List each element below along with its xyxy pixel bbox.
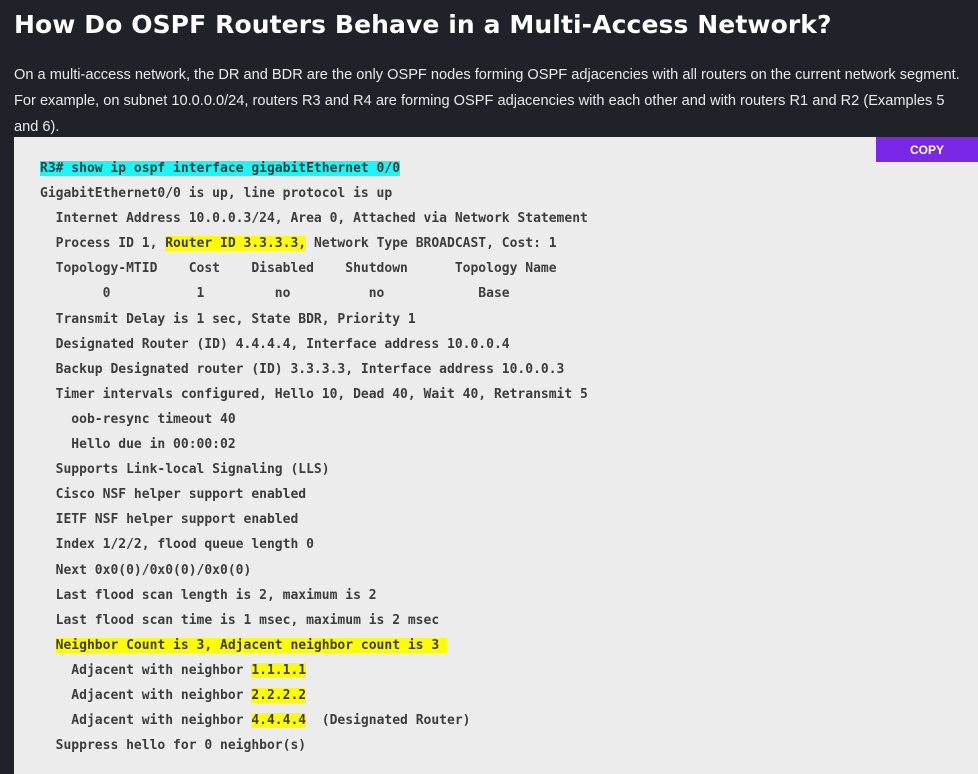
neighbor-id-highlight: 4.4.4.4 xyxy=(251,713,307,729)
code-line: Topology-MTID Cost Disabled Shutdown Top… xyxy=(40,261,557,277)
code-line: Process ID 1, Router ID 3.3.3.3, Network… xyxy=(40,231,588,256)
code-output: R3# show ip ospf interface gigabitEthern… xyxy=(40,156,588,758)
code-line: 0 1 no no Base xyxy=(40,286,510,302)
code-text: Process ID 1, xyxy=(40,236,166,252)
neighbor-id-highlight: 2.2.2.2 xyxy=(251,687,307,703)
code-line: Adjacent with neighbor 1.1.1.1 xyxy=(40,658,588,683)
code-line: R3# show ip ospf interface gigabitEthern… xyxy=(40,156,588,181)
code-line: Adjacent with neighbor 4.4.4.4 (Designat… xyxy=(40,708,588,733)
code-line: Last flood scan time is 1 msec, maximum … xyxy=(40,612,440,628)
router-id-highlight: Router ID 3.3.3.3, xyxy=(165,236,307,252)
code-line: Next 0x0(0)/0x0(0)/0x0(0) xyxy=(40,562,252,578)
neighbor-id-highlight: 1.1.1.1 xyxy=(251,662,307,678)
code-line: Last flood scan length is 2, maximum is … xyxy=(40,587,377,603)
code-line: Adjacent with neighbor 2.2.2.2 xyxy=(40,683,588,708)
code-line: Timer intervals configured, Hello 10, De… xyxy=(40,386,588,402)
code-line: oob-resync timeout 40 xyxy=(40,411,236,427)
page-title: How Do OSPF Routers Behave in a Multi-Ac… xyxy=(14,10,832,39)
code-line: Hello due in 00:00:02 xyxy=(40,437,236,453)
neighbor-count-highlight: Neighbor Count is 3, Adjacent neighbor c… xyxy=(55,637,447,653)
code-line: GigabitEthernet0/0 is up, line protocol … xyxy=(40,186,393,202)
code-text: Adjacent with neighbor xyxy=(40,713,252,729)
intro-paragraph: On a multi-access network, the DR and BD… xyxy=(14,67,960,135)
code-line: Backup Designated router (ID) 3.3.3.3, I… xyxy=(40,361,565,377)
code-line: Suppress hello for 0 neighbor(s) xyxy=(40,738,307,754)
code-line: Index 1/2/2, flood queue length 0 xyxy=(40,537,314,553)
code-text xyxy=(40,638,56,653)
code-text: Adjacent with neighbor xyxy=(40,687,252,703)
code-line: IETF NSF helper support enabled xyxy=(40,512,299,528)
code-line: Supports Link-local Signaling (LLS) xyxy=(40,462,330,478)
code-text: Adjacent with neighbor xyxy=(40,662,252,678)
code-text: (Designated Router) xyxy=(306,713,471,729)
code-line: Neighbor Count is 3, Adjacent neighbor c… xyxy=(40,633,588,658)
code-text: Network Type BROADCAST, Cost: 1 xyxy=(306,236,557,252)
code-line: Internet Address 10.0.0.3/24, Area 0, At… xyxy=(40,211,588,227)
command-highlight: R3# show ip ospf interface gigabitEthern… xyxy=(40,161,401,176)
code-block: COPY R3# show ip ospf interface gigabitE… xyxy=(14,137,978,774)
copy-button[interactable]: COPY xyxy=(876,137,978,162)
code-line: Cisco NSF helper support enabled xyxy=(40,487,307,503)
code-line: Transmit Delay is 1 sec, State BDR, Prio… xyxy=(40,311,416,327)
code-line: Designated Router (ID) 4.4.4.4, Interfac… xyxy=(40,336,510,352)
